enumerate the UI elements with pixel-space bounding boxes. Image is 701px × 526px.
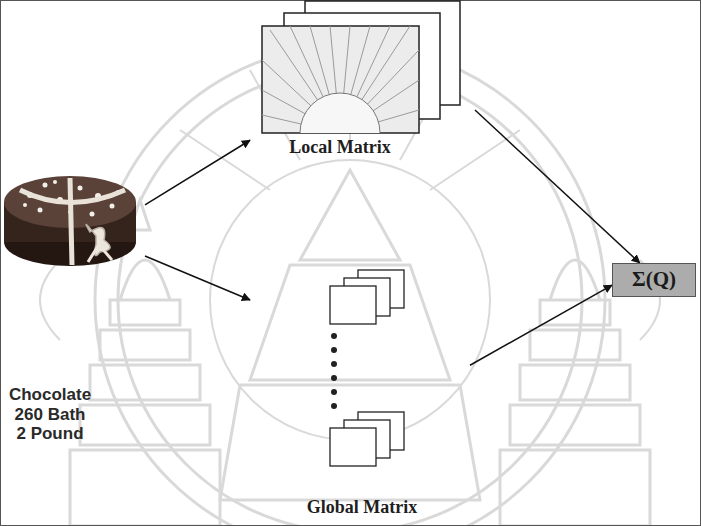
sum-box: Σ(Q) <box>612 263 696 297</box>
node-label: Local Matrix <box>289 137 390 159</box>
node-label: Σ(Q) <box>632 267 676 292</box>
flow-arrow <box>470 285 612 365</box>
flow-arrow <box>475 110 640 263</box>
sunburst <box>262 26 419 133</box>
product-box: Chocolate 260 Bath 2 Pound <box>2 160 145 480</box>
cake-picture <box>4 176 136 266</box>
matrix-stack <box>262 1 460 133</box>
ellipsis-dots <box>331 333 337 409</box>
node-label: Chocolate 260 Bath 2 Pound <box>8 385 92 444</box>
flow-arrow <box>145 140 250 205</box>
matrix-box: Global Matrix <box>250 265 470 522</box>
flow-arrow <box>145 256 250 300</box>
watermark-seal <box>40 40 660 526</box>
matrix-box: Local Matrix <box>250 0 475 165</box>
node-label: Global Matrix <box>307 497 418 519</box>
matrix-stack <box>330 270 404 466</box>
